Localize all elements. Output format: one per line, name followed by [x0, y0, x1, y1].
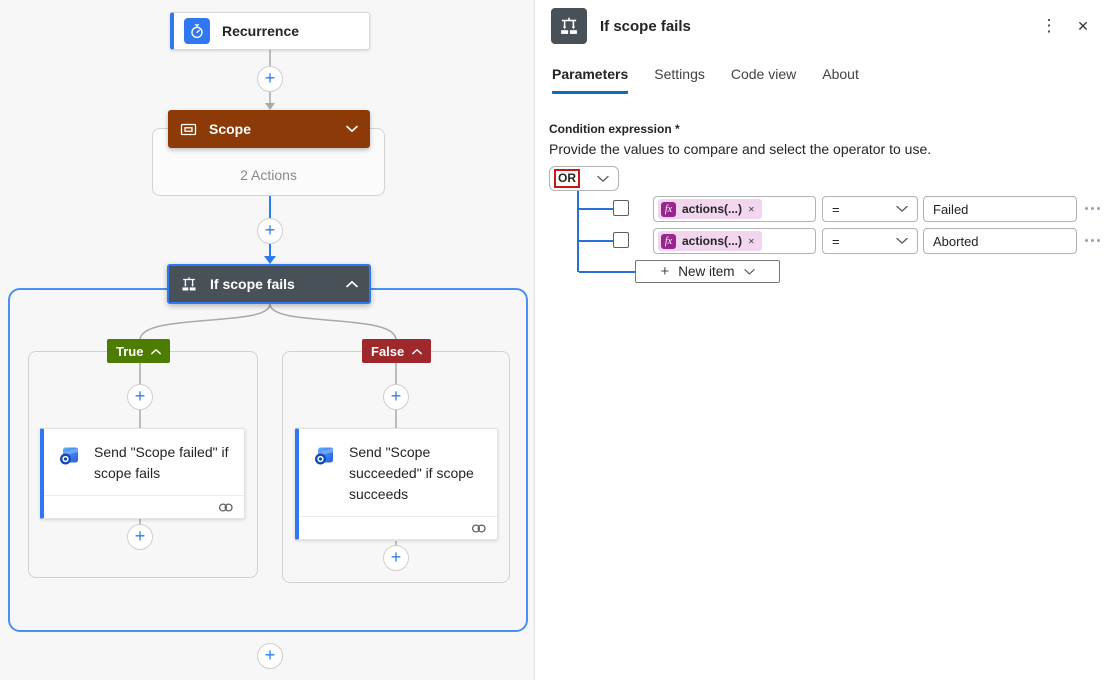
panel-title: If scope fails	[600, 17, 691, 35]
panel-tabs: Parameters Settings Code view About	[552, 66, 859, 94]
chevron-down-icon	[743, 268, 755, 276]
condition-icon	[551, 8, 587, 44]
tab-code-view[interactable]: Code view	[730, 66, 797, 82]
plus-icon: +	[660, 263, 670, 280]
remove-token-icon[interactable]: ✕	[748, 204, 755, 214]
condition-builder: OR fx actions(...) ✕ =	[549, 166, 1105, 291]
close-icon[interactable]: ✕	[1077, 17, 1089, 34]
fx-icon: fx	[661, 201, 676, 217]
scope-label: Scope	[209, 121, 252, 137]
recurrence-icon	[184, 18, 210, 44]
connection-link-icon[interactable]	[218, 502, 234, 513]
more-options-icon[interactable]	[1085, 239, 1100, 242]
operator-value: =	[832, 233, 840, 249]
operand-input[interactable]: fx actions(...) ✕	[653, 196, 816, 222]
insert-step-button[interactable]: +	[127, 524, 153, 550]
false-badge-label: False	[371, 343, 405, 359]
condition-card-selected[interactable]: If scope fails	[167, 264, 371, 304]
chevron-down-icon	[346, 125, 358, 133]
tab-settings[interactable]: Settings	[654, 66, 705, 82]
new-item-label: New item	[678, 264, 735, 279]
operator-dropdown[interactable]: =	[822, 196, 918, 222]
new-item-button[interactable]: + New item	[635, 260, 780, 283]
group-operator-value: OR	[554, 169, 580, 188]
action-card-send-scope-failed[interactable]: Send "Scope failed" if scope fails	[40, 428, 245, 519]
insert-step-button[interactable]: +	[257, 643, 283, 669]
value-text: Failed	[933, 201, 969, 217]
remove-token-icon[interactable]: ✕	[748, 236, 755, 246]
true-branch-badge[interactable]: True	[107, 339, 171, 363]
chevron-up-icon	[151, 348, 162, 355]
more-options-icon[interactable]	[1085, 207, 1100, 210]
condition-tree-line	[577, 191, 579, 272]
tab-parameters[interactable]: Parameters	[552, 66, 629, 94]
group-operator-dropdown[interactable]: OR	[549, 166, 619, 191]
chevron-down-icon	[597, 175, 609, 183]
chevron-up-icon	[346, 280, 358, 288]
operand-input[interactable]: fx actions(...) ✕	[653, 228, 816, 254]
insert-step-button[interactable]: +	[383, 384, 409, 410]
condition-tree-line	[579, 271, 635, 273]
action-title: Send "Scope succeeded" if scope succeeds	[349, 444, 474, 502]
operator-dropdown[interactable]: =	[822, 228, 918, 254]
insert-step-button[interactable]: +	[127, 384, 153, 410]
condition-tree-line	[579, 240, 613, 242]
scope-icon	[180, 121, 197, 138]
chevron-down-icon	[896, 205, 908, 213]
value-text: Aborted	[933, 233, 979, 249]
trigger-label: Recurrence	[222, 23, 300, 39]
condition-expression-label: Condition expression *	[549, 122, 680, 136]
chevron-down-icon	[896, 237, 908, 245]
insert-step-button[interactable]: +	[257, 66, 283, 92]
scope-card[interactable]: Scope	[168, 110, 370, 148]
expression-token-label: actions(...)	[682, 202, 743, 216]
connection-link-icon[interactable]	[471, 523, 487, 534]
scope-action-count: 2 Actions	[240, 167, 297, 183]
operator-value: =	[832, 201, 840, 217]
insert-step-button[interactable]: +	[257, 218, 283, 244]
panel-header: If scope fails ⋮ ✕	[551, 8, 1098, 44]
value-input[interactable]: Failed	[923, 196, 1077, 222]
chevron-up-icon	[412, 348, 423, 355]
condition-row-checkbox[interactable]	[613, 232, 629, 248]
condition-expression-help: Provide the values to compare and select…	[549, 141, 932, 157]
action-details-panel: If scope fails ⋮ ✕ Parameters Settings C…	[536, 0, 1110, 680]
condition-icon	[180, 275, 198, 293]
value-input[interactable]: Aborted	[923, 228, 1077, 254]
insert-step-button[interactable]: +	[383, 545, 409, 571]
tab-about[interactable]: About	[822, 66, 859, 82]
true-badge-label: True	[116, 343, 144, 359]
outlook-icon	[58, 443, 82, 484]
kebab-menu-icon[interactable]: ⋮	[1040, 16, 1058, 35]
outlook-icon	[313, 443, 337, 505]
action-title: Send "Scope failed" if scope fails	[94, 444, 229, 481]
condition-label: If scope fails	[210, 276, 295, 292]
condition-tree-line	[579, 208, 613, 210]
condition-row-checkbox[interactable]	[613, 200, 629, 216]
trigger-card-recurrence[interactable]: Recurrence	[170, 12, 370, 50]
expression-token-label: actions(...)	[682, 234, 743, 248]
fx-icon: fx	[661, 233, 676, 249]
expression-token-chip[interactable]: fx actions(...) ✕	[658, 199, 762, 219]
action-card-send-scope-succeeded[interactable]: Send "Scope succeeded" if scope succeeds	[295, 428, 498, 540]
false-branch-badge[interactable]: False	[362, 339, 432, 363]
flow-canvas[interactable]: 2 Actions Recurrence + Scope +	[0, 0, 535, 680]
expression-token-chip[interactable]: fx actions(...) ✕	[658, 231, 762, 251]
